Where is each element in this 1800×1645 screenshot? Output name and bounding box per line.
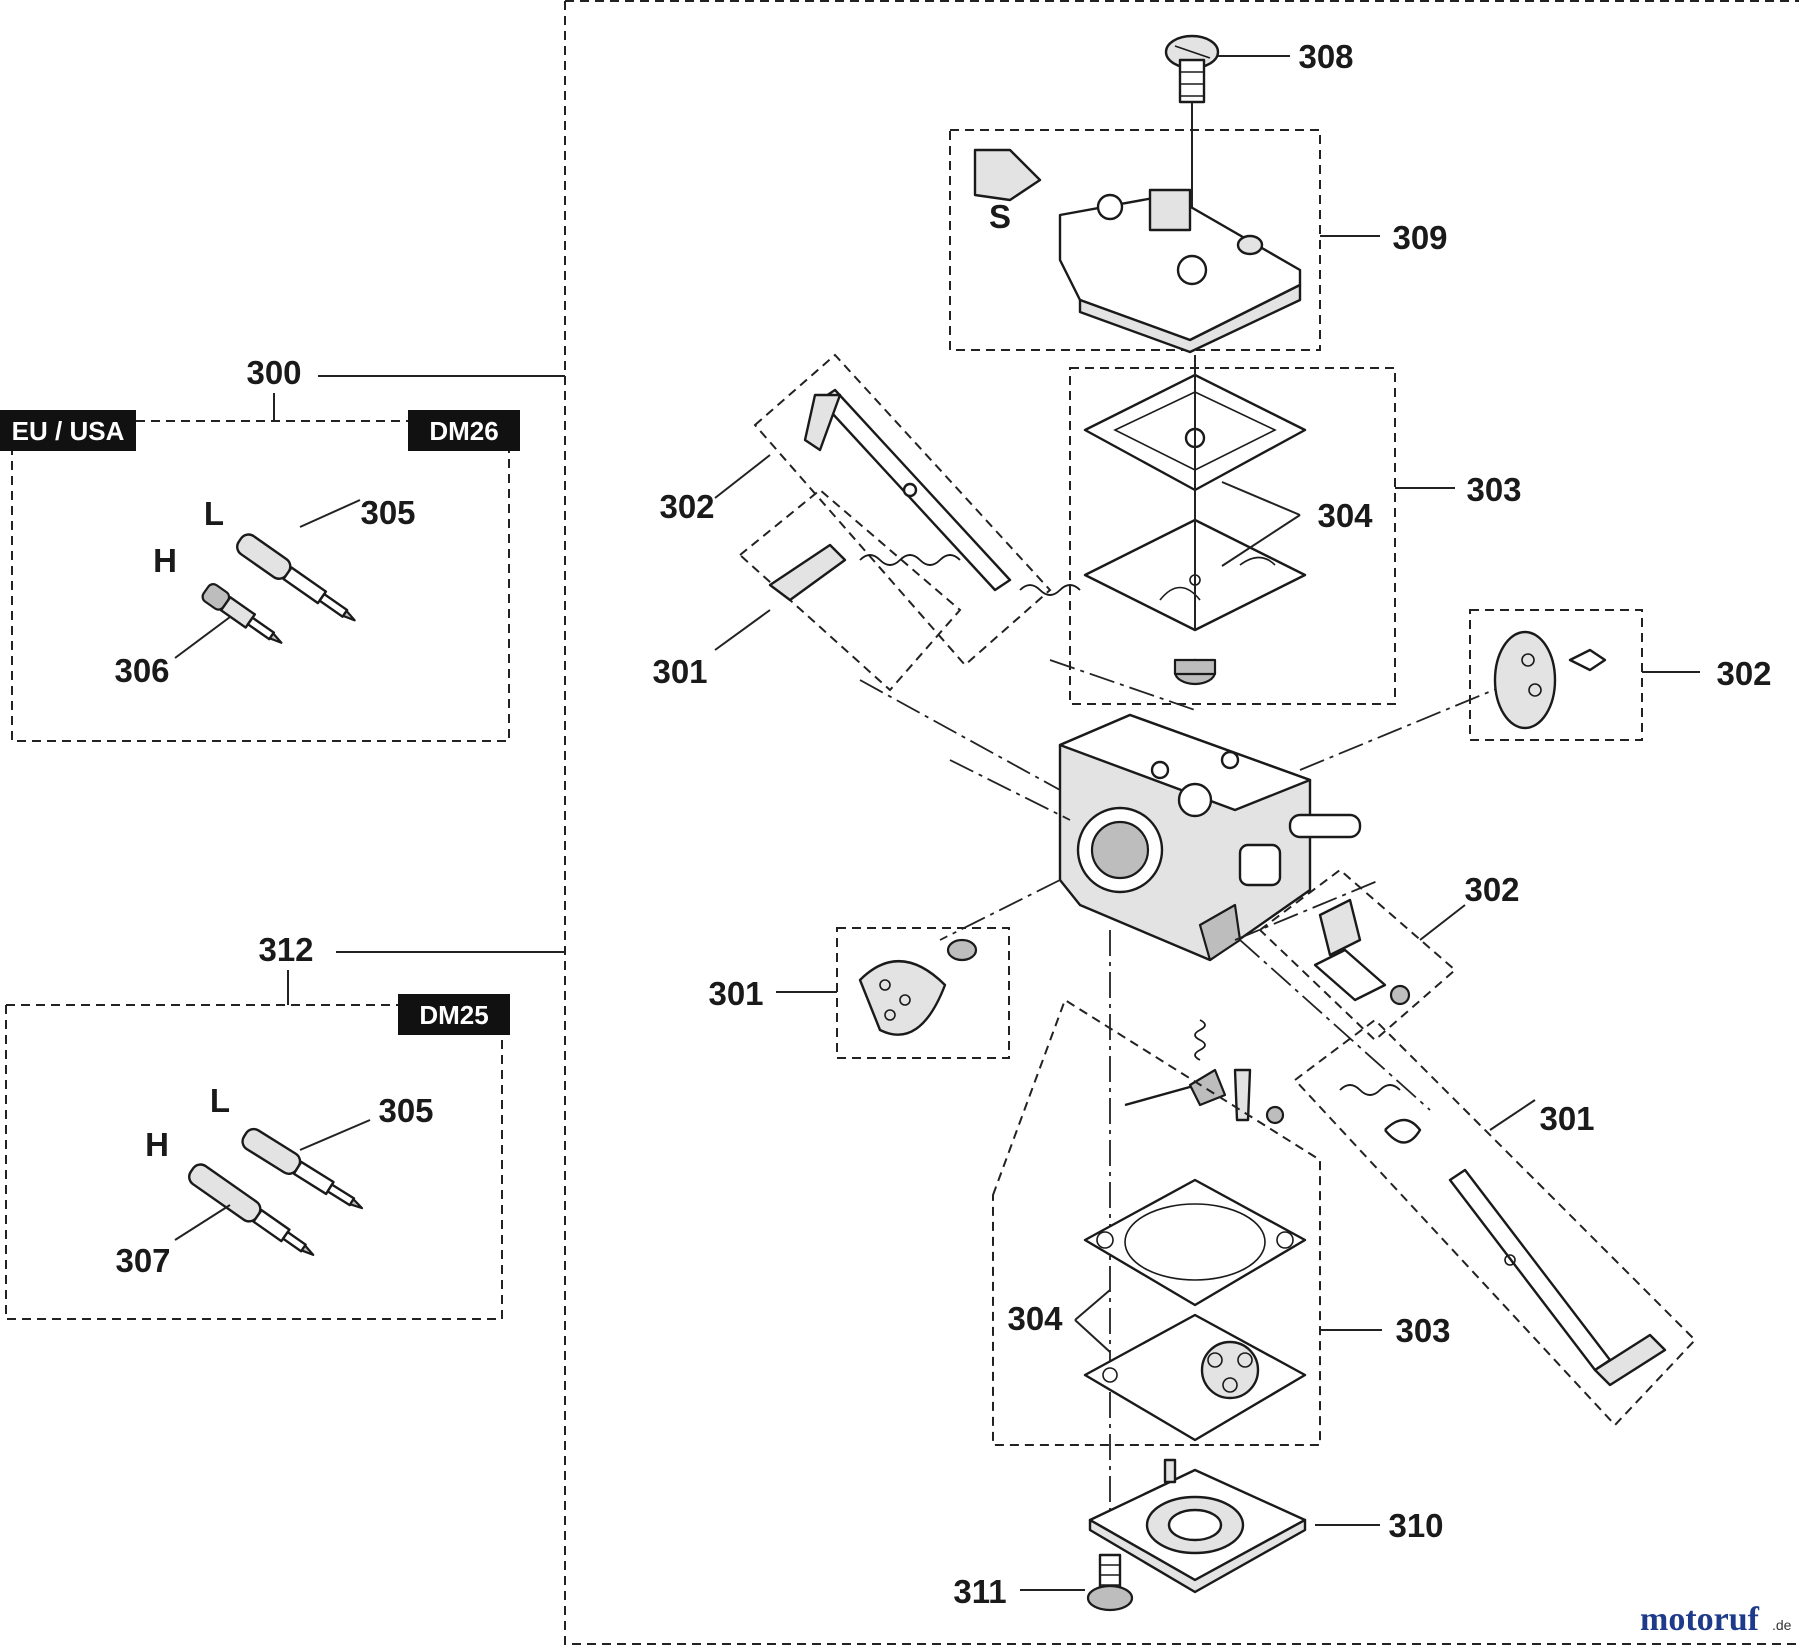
box-301-lower <box>1293 1018 1697 1427</box>
label-303-lower: 303 <box>1395 1312 1450 1349</box>
box-303-lower <box>992 998 1321 1446</box>
label-301-left: 301 <box>652 653 707 690</box>
svg-text:DM25: DM25 <box>419 1000 488 1030</box>
needle-305-bottom <box>241 1127 364 1210</box>
cover-309 <box>973 148 1302 354</box>
label-304-lower: 304 <box>1007 1300 1063 1337</box>
needle-307 <box>188 1163 315 1256</box>
label-302-right: 302 <box>1716 655 1771 692</box>
lever-302-mid <box>1313 898 1411 1006</box>
cline-4 <box>939 879 1061 941</box>
cline-1 <box>859 679 1061 791</box>
label-300: 300 <box>246 354 301 391</box>
cline-6 <box>1239 939 1431 1111</box>
label-306: 306 <box>114 652 169 689</box>
needle-valve-parts <box>1124 1019 1285 1125</box>
leader-lines <box>174 55 1700 1591</box>
label-308: 308 <box>1298 38 1353 75</box>
h-label-a: H <box>153 542 177 579</box>
label-309: 309 <box>1392 219 1447 256</box>
tag-dm26: DM26 <box>408 410 520 451</box>
label-301-mid: 301 <box>708 975 763 1012</box>
s-label: S <box>989 198 1011 235</box>
svg-text:motoruf: motoruf <box>1640 1601 1760 1638</box>
svg-text:EU / USA: EU / USA <box>12 416 125 446</box>
label-311: 311 <box>953 1573 1006 1610</box>
choke-shaft-301 <box>1339 1084 1667 1387</box>
tag-eu-usa: EU / USA <box>0 410 136 451</box>
cline-5 <box>1234 879 1381 941</box>
gasket-304-lower <box>1083 1178 1307 1307</box>
label-304-top: 304 <box>1317 497 1373 534</box>
needle-305-top <box>236 533 356 622</box>
svg-text:DM26: DM26 <box>429 416 498 446</box>
needle-306 <box>201 583 283 644</box>
lever-301-left <box>768 543 961 602</box>
throttle-shaft-302 <box>803 388 1081 596</box>
svg-text:.de: .de <box>1772 1617 1792 1633</box>
plate-301-mid <box>858 938 978 1036</box>
label-303-top: 303 <box>1466 471 1521 508</box>
l-label-b: L <box>210 1082 230 1119</box>
screw-308 <box>1164 34 1220 104</box>
filter-screen <box>1173 658 1217 686</box>
label-307: 307 <box>115 1242 170 1279</box>
tag-dm25: DM25 <box>398 994 510 1035</box>
label-305-a: 305 <box>360 494 415 531</box>
cline-8 <box>1049 659 1196 711</box>
group-300-frame <box>11 375 565 742</box>
label-305-b: 305 <box>378 1092 433 1129</box>
pump-cover-310 <box>1088 1458 1307 1594</box>
label-302-left: 302 <box>659 488 714 525</box>
label-310: 310 <box>1388 1507 1443 1544</box>
h-label-b: H <box>145 1126 169 1163</box>
box-302-mid <box>1258 868 1457 1042</box>
box-301-left <box>738 488 962 692</box>
carburetor-body <box>1058 713 1362 962</box>
label-301-lower: 301 <box>1539 1100 1594 1137</box>
main-frame-left <box>564 1 1799 1645</box>
box-302-left <box>753 353 1052 667</box>
label-302-mid: 302 <box>1464 871 1519 908</box>
box-309 <box>949 129 1321 351</box>
screw-311 <box>1086 1553 1134 1612</box>
group-312-frame <box>5 951 565 1320</box>
plate-302-right <box>1493 630 1607 730</box>
label-312: 312 <box>258 931 313 968</box>
diaphragm-304-lower <box>1083 1313 1307 1442</box>
cline-2 <box>949 759 1071 821</box>
motoruf-watermark: motoruf .de <box>1640 1601 1792 1638</box>
l-label-a: L <box>204 495 224 532</box>
